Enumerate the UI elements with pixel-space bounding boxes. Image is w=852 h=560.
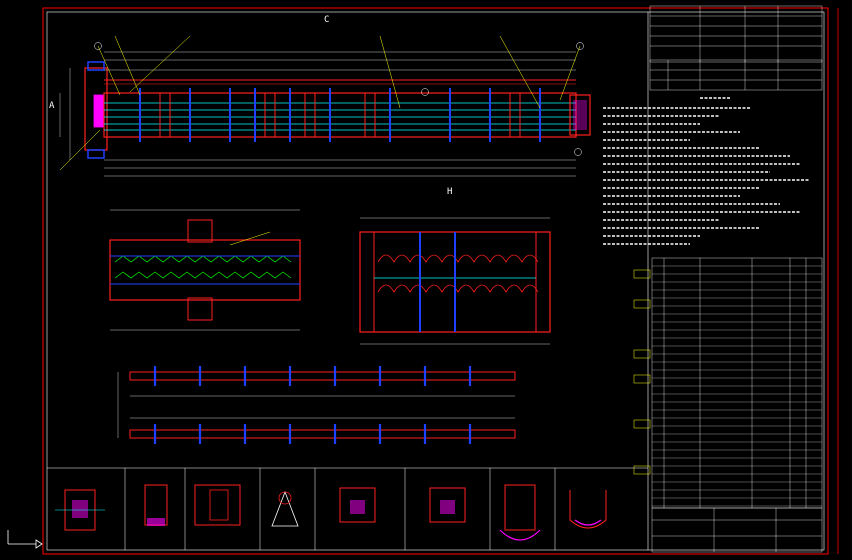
nozzle-table-frame [649, 59, 823, 91]
title-block [651, 507, 823, 553]
support-mid-3 [364, 92, 376, 138]
nozzle-table [649, 59, 823, 91]
leader-line [114, 35, 141, 96]
main-elevation-view: C A H [49, 15, 591, 197]
right-header-box [569, 94, 591, 136]
detail-4-bracket [271, 490, 299, 527]
left-nozzle-bottom [87, 149, 105, 159]
detail-2-weld [147, 518, 165, 526]
leader-lines [59, 35, 581, 171]
support-mid-1 [264, 92, 276, 138]
leader-line [499, 35, 541, 109]
right-end-plate [573, 100, 587, 130]
section-h-coil-upper [377, 254, 539, 263]
detail-6-weld [440, 500, 455, 514]
section-mark-a: A [49, 101, 55, 111]
section-h-left-wall [359, 231, 375, 333]
side-tag [633, 374, 651, 384]
detail-3-inner [209, 489, 229, 521]
side-tag [633, 269, 651, 279]
leader-line [379, 35, 401, 109]
parts-list-side-tags [633, 269, 651, 475]
side-tag [633, 299, 651, 309]
detail-strip [55, 468, 607, 550]
support-mid-2 [304, 92, 316, 138]
detail-3-block [194, 484, 241, 526]
design-data-table-frame [649, 5, 823, 63]
side-tag [633, 465, 651, 475]
plan-mesh-upper [114, 255, 292, 263]
rail-upper [129, 371, 516, 381]
callout-bubble-1 [94, 42, 102, 50]
plan-leader [229, 231, 271, 246]
leader-line [97, 45, 121, 96]
plan-header-top [187, 219, 213, 243]
leader-line [129, 35, 191, 93]
detail-6-block [429, 487, 466, 523]
section-h-coil-lower [377, 284, 539, 293]
side-tag [633, 419, 651, 429]
technical-notes [603, 97, 810, 245]
leader-line [559, 45, 581, 101]
sheet-border [42, 7, 829, 555]
design-data-table [649, 5, 823, 63]
baffles [139, 88, 541, 142]
plan-view-left [109, 209, 301, 331]
detail-8-cup [569, 490, 607, 529]
plan-header-bottom [187, 297, 213, 321]
sheet-inner-border [46, 11, 825, 551]
left-end-plate [93, 94, 105, 128]
plan-shell [109, 239, 301, 301]
detail-4-pin [278, 491, 292, 505]
support-right [509, 92, 521, 138]
dimension-lines [59, 51, 576, 177]
detail-7-base [499, 529, 541, 541]
detail-7-block [504, 484, 536, 531]
section-h-view [359, 217, 551, 345]
ucs-arrowhead [35, 539, 43, 549]
leader-line [59, 129, 101, 171]
view-c [117, 366, 516, 444]
shell-body [103, 92, 577, 138]
support-left [159, 92, 171, 138]
detail-5-weld [350, 500, 365, 514]
callout-bubble-2 [576, 42, 584, 50]
plan-mesh-lower [114, 271, 292, 279]
section-h-right-wall [535, 231, 551, 333]
section-mark-h: H [447, 187, 452, 197]
parts-list-frame [651, 257, 823, 509]
section-mark-c: C [324, 15, 329, 25]
parts-list-rows [652, 265, 822, 507]
callout-bubble-3 [574, 148, 582, 156]
title-block-frame [651, 507, 823, 553]
detail-8-weld [574, 519, 602, 526]
detail-1-weld [72, 500, 88, 518]
rail-clamps [153, 366, 472, 444]
side-tag [633, 349, 651, 359]
rail-lower [129, 429, 516, 439]
left-nozzle-top [87, 61, 105, 71]
parts-list-table [651, 257, 823, 509]
ucs-icon [7, 530, 43, 549]
detail-5-block [339, 487, 376, 523]
callout-bubble-4 [421, 88, 429, 96]
